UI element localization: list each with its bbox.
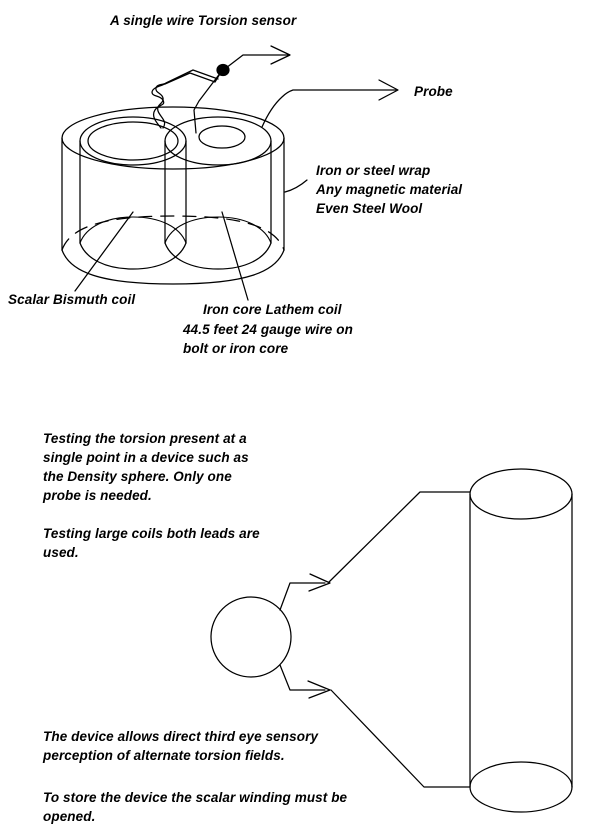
outer-shell-cylinder [61,106,285,285]
iron-core-spec-label: 44.5 feet 24 gauge wire on bolt or iron … [183,322,353,356]
scalar-coil-leader-line [74,211,134,292]
large-coils-note: Testing large coils both leads are used. [43,526,260,560]
left-coil-cylinder [79,116,187,270]
right-coil-cylinder [164,116,272,270]
third-eye-note: The device allows direct third eye senso… [43,729,319,763]
probe-arrow [261,79,399,128]
iron-core-leader-line [221,211,249,301]
lower-lead-arrow [279,664,331,699]
iron-steel-wrap-label: Iron or steel wrap Any magnetic material… [316,163,463,216]
lower-connector-line [330,689,471,788]
probe-label: Probe [414,84,453,99]
upper-lead-arrow [279,573,331,611]
solder-joint-dot [216,63,230,77]
scalar-bismuth-coil-label: Scalar Bismuth coil [8,292,136,307]
single-point-note: Testing the torsion present at a single … [43,431,249,503]
iron-core-lathem-coil-label: Iron core Lathem coil [203,302,342,317]
page-title: A single wire Torsion sensor [110,13,297,28]
signal-arrow [225,45,291,69]
storage-note: To store the device the scalar winding m… [43,790,348,824]
twisted-wire-pair [151,69,222,134]
upper-connector-line [328,491,471,583]
wrap-leader-line [284,179,308,193]
large-coil-cylinder [469,468,573,813]
density-sphere-circle [210,596,292,678]
